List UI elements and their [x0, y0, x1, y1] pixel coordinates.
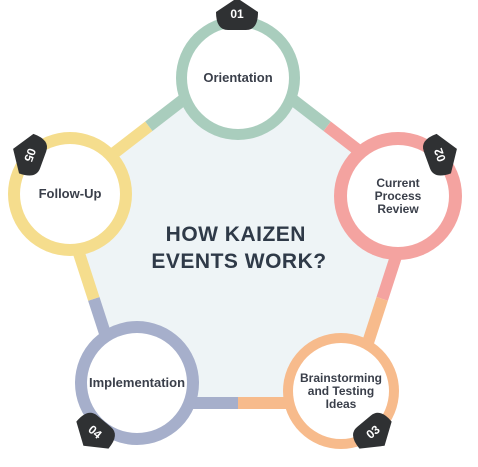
step-label-01: Orientation: [203, 70, 272, 85]
label-line: Follow-Up: [39, 186, 102, 201]
title-line-2: EVENTS WORK?: [151, 250, 326, 273]
step-rings: [8, 16, 462, 449]
step-label-04: Implementation: [89, 375, 185, 390]
label-line: Implementation: [89, 375, 185, 390]
step-badge-01: 01: [216, 0, 258, 30]
badge-shape: [423, 133, 457, 176]
step-badge-04: 04: [76, 412, 115, 449]
label-line: Orientation: [203, 70, 272, 85]
step-circle-04: [87, 333, 187, 433]
step-label-05: Follow-Up: [39, 186, 102, 201]
step-circle-02: [347, 145, 449, 247]
label-line: Ideas: [326, 397, 357, 411]
step-circle-01: [187, 27, 289, 129]
label-line: Current: [376, 176, 419, 190]
badge-shape: [13, 133, 47, 176]
step-number: 01: [230, 7, 244, 21]
step-badge-02: 02: [423, 133, 457, 176]
step-number: 05: [21, 146, 39, 164]
center-pentagon: [67, 65, 409, 397]
label-line: Process: [375, 189, 422, 203]
step-badge-03: 03: [353, 412, 392, 449]
step-number: 02: [431, 146, 449, 164]
step-badge-05: 05: [13, 133, 47, 176]
label-line: and Testing: [308, 384, 374, 398]
label-line: Review: [377, 202, 419, 216]
badge-shape: [76, 412, 115, 449]
step-circle-05: [20, 144, 120, 244]
title-line-1: HOW KAIZEN: [166, 223, 306, 246]
label-line: Brainstorming: [300, 371, 382, 385]
diagram-title: HOW KAIZEN EVENTS WORK?: [151, 223, 326, 273]
step-circle-03: [293, 343, 389, 439]
badge-shape: [353, 412, 392, 449]
badge-shape: [216, 0, 258, 30]
step-badges: 01 02 03 04 05: [13, 0, 457, 449]
